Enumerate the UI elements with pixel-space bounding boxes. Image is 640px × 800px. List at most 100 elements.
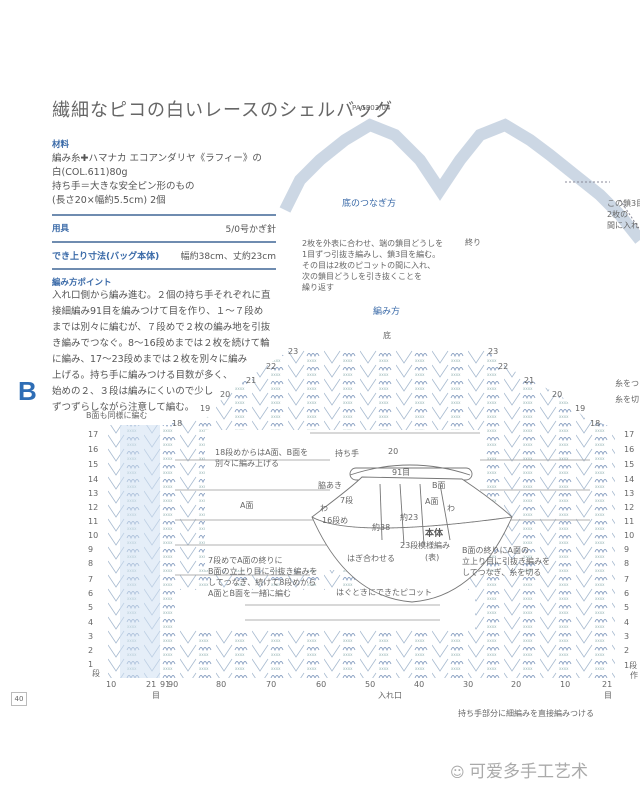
- bottom-join-text: 2枚を外表に合わせ、端の鎖目どうしを 1目ずつ引抜き編みし、鎖3目を編む。その目は…: [302, 238, 443, 293]
- text-line: 立上り目に引抜き編みを: [462, 557, 550, 566]
- rows7-label: 7段: [340, 496, 354, 505]
- legend-item: 糸を切: [615, 395, 639, 404]
- material-line: 持ち手＝大きな安全ピン形のもの: [52, 181, 195, 192]
- page-reference: PAGE03/04: [352, 104, 391, 112]
- stitch-tick: 90: [168, 680, 179, 689]
- text-line: き編みでつなぐ。8～16段めまでは２枚を続けて輪: [52, 338, 270, 349]
- stitch-tick: 80: [216, 680, 227, 689]
- opening-label: 入れ口: [378, 691, 402, 700]
- row-number-left: 10: [88, 531, 99, 540]
- row-number-left: 8: [88, 559, 94, 568]
- row-number-top-left: 20: [220, 390, 231, 399]
- bottom-label: 底: [383, 331, 391, 340]
- text-line: この鎖3目: [607, 199, 640, 208]
- row-number-top-right: 22: [498, 362, 509, 371]
- tools-value: 5/0号かぎ針: [225, 225, 277, 235]
- row-number-right: 13: [624, 489, 635, 498]
- stitch-tick: 91: [160, 680, 171, 689]
- text-line: してつなぎ、糸を切る: [462, 568, 542, 577]
- material-line: (長さ20×幅約5.5cm) 2個: [52, 195, 166, 206]
- text-line: ずつずらしながら注意して編む。: [52, 402, 195, 413]
- row-number-right: 2: [624, 646, 630, 655]
- cast-on-label: 作: [630, 671, 638, 680]
- materials-list: 編み糸✚ハマナカ エコアンダリヤ《ラフィー》の 白(COL.611)80g 持ち…: [52, 152, 276, 208]
- row-number-top-left: 19: [200, 404, 211, 413]
- section-letter: B: [18, 376, 37, 406]
- chain-note: この鎖3目2枚の間に入れ: [607, 198, 640, 231]
- text-line: 入れ口側から編み進む。２個の持ち手それぞれに直: [52, 290, 271, 301]
- page-title: 繊細なピコの白いレースのシェルバッグ: [52, 100, 394, 121]
- row-number-left: 4: [88, 618, 94, 627]
- row-number-right: 1段: [624, 661, 638, 670]
- row-number-left: 16: [88, 445, 99, 454]
- text-line: 接細編み91目を編みつけて目を作り、１～７段め: [52, 306, 264, 317]
- row-number-top-right: 18: [590, 419, 601, 428]
- row-number-right: 11: [624, 517, 635, 526]
- row-number-left: 3: [88, 632, 94, 641]
- text-line: B面の終りにA面の: [462, 546, 529, 555]
- stitch-tick: 40: [414, 680, 425, 689]
- row-number-left: 5: [88, 603, 94, 612]
- b-same-note: B面も同様に編む: [86, 411, 148, 420]
- tools-label: 用具: [52, 224, 70, 234]
- picot-label: はぐときにできたピコット: [336, 588, 432, 597]
- text-line: 別々に編み上げる: [215, 459, 279, 468]
- row-number-top-right: 20: [552, 390, 563, 399]
- row-number-right: 9: [624, 545, 630, 554]
- text-line: までは別々に編むが、７段めで２枚の編み地を引抜: [52, 322, 271, 333]
- text-line: A面とB面を一緒に編む: [208, 589, 291, 598]
- row-number-left: 7: [88, 575, 94, 584]
- text-line: 18段めからはA面、B面を: [215, 448, 309, 457]
- row-number-top-left: 22: [266, 362, 277, 371]
- row-number-right: 10: [624, 531, 635, 540]
- row-number-right: 3: [624, 632, 630, 641]
- row-number-left: 9: [88, 545, 94, 554]
- row-number-right: 16: [624, 445, 635, 454]
- text-line: 1目ずつ引抜き編みし、鎖3目を編む。: [302, 250, 441, 259]
- text-line: 繰り返す: [302, 283, 334, 292]
- material-line: 白(COL.611)80g: [52, 167, 128, 178]
- divider: [52, 214, 276, 216]
- row-number-right: 4: [624, 618, 630, 627]
- row-number-left: 12: [88, 503, 99, 512]
- stitch-tick: 50: [365, 680, 376, 689]
- bag-diagram-illustration: [311, 464, 513, 603]
- row-unit-label: 段: [92, 669, 100, 678]
- guide-lines: [175, 432, 590, 621]
- text-line: 2枚を外表に合わせ、端の鎖目どうしを: [302, 239, 444, 248]
- note-row-18: 18段めからはA面、B面を別々に編み上げる: [215, 447, 308, 469]
- materials-section: 材料 編み糸✚ハマナカ エコアンダリヤ《ラフィー》の 白(COL.611)80g…: [52, 138, 276, 416]
- row-number-right: 15: [624, 460, 635, 469]
- text-line: に編み、17～23段めまでは２枚を別々に編み: [52, 354, 248, 365]
- row-number-right: 6: [624, 589, 630, 598]
- face-b-label: B面: [432, 481, 446, 490]
- body-label: 本体: [425, 529, 444, 539]
- row-number-top-left: 21: [246, 376, 257, 385]
- wa-label: わ: [447, 504, 455, 513]
- material-line: 編み糸✚ハマナカ エコアンダリヤ《ラフィー》の: [52, 153, 262, 164]
- row-number-right: 17: [624, 430, 635, 439]
- stitch-unit-label: 目: [604, 691, 612, 700]
- text-line: 始めの２、３段は編みにくいので少し: [52, 386, 214, 397]
- handle-label: 持ち手: [335, 449, 359, 458]
- stitch-tick: 21: [602, 680, 613, 689]
- row-number-top-left: 18: [172, 419, 183, 428]
- note-b-end: B面の終りにA面の立上り目に引抜き編みをしてつなぎ、糸を切る: [462, 545, 550, 578]
- face-a-label: A面: [425, 497, 439, 506]
- side-label: (表): [425, 553, 440, 562]
- footer-note: 持ち手部分に細編みを直接編みつける: [458, 709, 594, 718]
- size-label: でき上り寸法(バッグ本体): [52, 252, 160, 262]
- wa-label: わ: [320, 504, 328, 513]
- row-number-right: 5: [624, 603, 630, 612]
- row-number-top-right: 21: [524, 376, 535, 385]
- size-row: でき上り寸法(バッグ本体) 幅約38cm、丈約23cm: [52, 243, 276, 268]
- divider: [52, 241, 276, 243]
- row-number-left: 13: [88, 489, 99, 498]
- face-a-label: A面: [240, 501, 254, 510]
- text-line: 2枚の: [607, 210, 629, 219]
- row-number-left: 17: [88, 430, 99, 439]
- text-line: 次の鎖目どうしを引き抜くことを: [302, 272, 422, 281]
- points-text: 入れ口側から編み進む。２個の持ち手それぞれに直接細編み91目を編みつけて目を作り…: [52, 288, 276, 416]
- text-line: その目は2枚のピコットの間に入れ、: [302, 261, 436, 270]
